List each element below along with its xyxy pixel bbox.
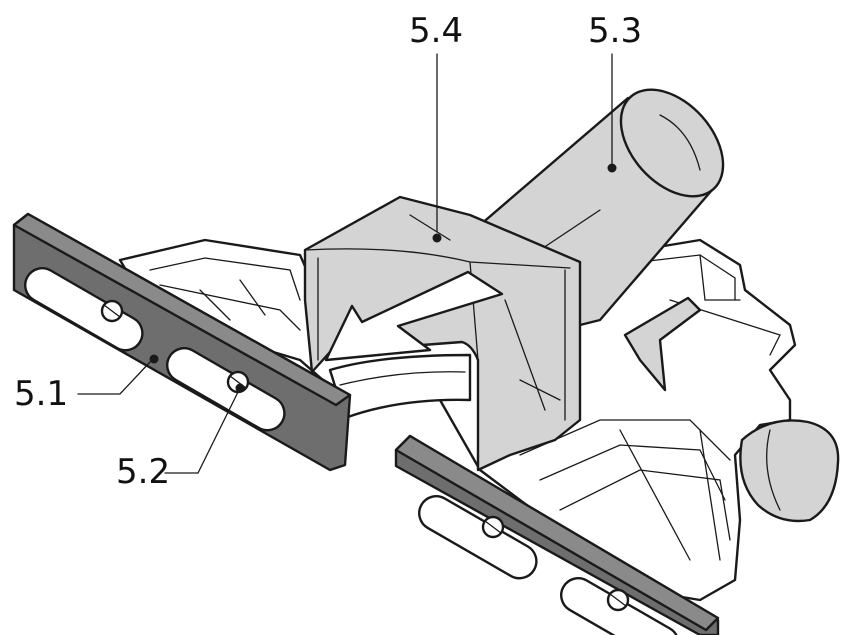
leader-dot-5-3 bbox=[607, 163, 617, 173]
callout-5-1: 5.1 bbox=[14, 374, 69, 414]
leader-5-2 bbox=[164, 391, 239, 474]
curved-channel bbox=[328, 353, 472, 420]
callout-5-3: 5.3 bbox=[588, 11, 643, 51]
side-plate-left bbox=[12, 212, 352, 472]
leader-dot-5-1 bbox=[149, 354, 159, 364]
leader-lines bbox=[77, 53, 617, 474]
callout-5-4: 5.4 bbox=[409, 11, 464, 51]
side-plate-right bbox=[394, 434, 720, 635]
direction-arrow bbox=[324, 270, 504, 362]
callout-5-2: 5.2 bbox=[116, 452, 171, 492]
knob bbox=[739, 419, 840, 523]
leader-5-1 bbox=[77, 361, 151, 395]
leader-dot-5-4 bbox=[432, 233, 442, 243]
locking-tab bbox=[623, 296, 702, 392]
screw-3 bbox=[481, 515, 505, 539]
leader-dot-5-2 bbox=[235, 383, 245, 393]
screw-1 bbox=[100, 299, 124, 323]
screw-4 bbox=[606, 588, 630, 612]
